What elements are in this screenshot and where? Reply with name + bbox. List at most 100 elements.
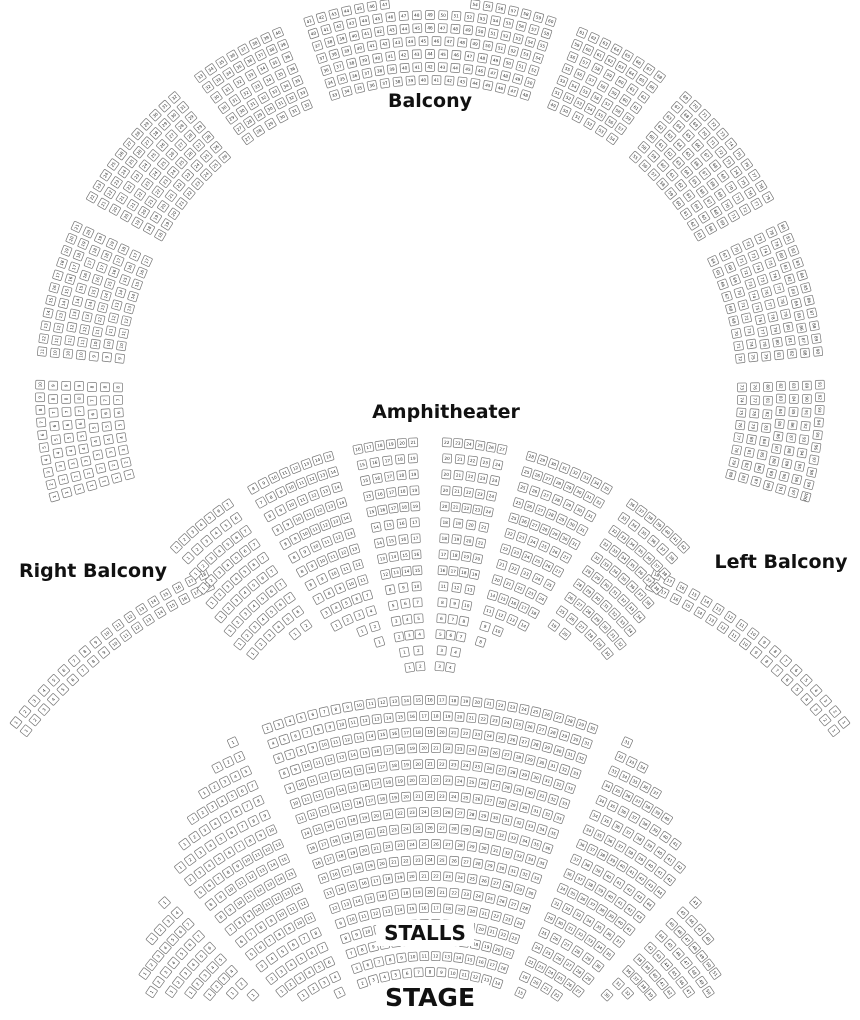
seat[interactable]: 10	[49, 347, 61, 358]
seat[interactable]: 2	[307, 982, 320, 995]
seat[interactable]: 10	[747, 627, 760, 640]
seat[interactable]: 9	[334, 582, 346, 595]
seat[interactable]: 1	[182, 551, 195, 565]
seat[interactable]: 62	[604, 54, 617, 67]
seat[interactable]: 72	[735, 353, 746, 364]
seat[interactable]: 4	[414, 629, 425, 640]
seat[interactable]: 56	[566, 51, 579, 63]
seat[interactable]: 46	[451, 49, 462, 61]
seat[interactable]: 1	[198, 786, 211, 800]
seat[interactable]: 29	[544, 912, 556, 925]
seat[interactable]: 5	[230, 551, 243, 565]
seat[interactable]: 7	[61, 406, 72, 417]
seat[interactable]: 42	[677, 541, 690, 554]
seat[interactable]: 16	[329, 868, 341, 881]
seat[interactable]: 20	[442, 453, 453, 464]
seat[interactable]: 13	[111, 299, 123, 311]
seat[interactable]: 12	[329, 902, 341, 914]
seat[interactable]: 76	[735, 420, 746, 431]
seat[interactable]: 53	[595, 125, 608, 138]
seat[interactable]: 30	[496, 862, 508, 874]
seat[interactable]: 29	[591, 571, 604, 585]
seat[interactable]: 7	[248, 538, 261, 551]
seat[interactable]: 30	[573, 504, 586, 517]
seat[interactable]: 18	[382, 873, 393, 885]
seat[interactable]: 27	[573, 598, 586, 611]
seat[interactable]: 24	[460, 760, 471, 771]
seat[interactable]: 47	[693, 923, 707, 937]
seat[interactable]: 8	[265, 491, 278, 504]
seat[interactable]: 4	[65, 445, 77, 457]
seat[interactable]: 11	[438, 581, 449, 592]
seat[interactable]: 6	[287, 938, 300, 951]
seat[interactable]: 7	[246, 780, 259, 792]
seat[interactable]: 65	[688, 175, 701, 188]
seat[interactable]: 6	[183, 938, 197, 952]
seat[interactable]: 7	[263, 934, 276, 947]
seat[interactable]: 68	[706, 177, 719, 191]
seat[interactable]: 31	[541, 775, 554, 787]
seat[interactable]: 7	[100, 395, 110, 406]
seat[interactable]: 34	[609, 565, 622, 578]
seat[interactable]: 24	[489, 475, 500, 486]
seat[interactable]: 17	[129, 249, 141, 262]
seat[interactable]: 4	[204, 839, 217, 852]
seat[interactable]: 36	[622, 965, 635, 978]
seat[interactable]: 81	[785, 335, 796, 346]
seat[interactable]: 9	[479, 620, 491, 633]
seat[interactable]: 18	[396, 470, 407, 481]
seat[interactable]: 39	[336, 33, 348, 45]
seat[interactable]: 12	[79, 324, 90, 335]
seat[interactable]: 23	[489, 715, 501, 726]
seat[interactable]: 6	[203, 879, 216, 892]
seat[interactable]: 13	[263, 878, 276, 891]
seat[interactable]: 28	[201, 130, 215, 144]
seat[interactable]: 32	[232, 76, 246, 89]
seat[interactable]: 83	[787, 285, 799, 297]
seat[interactable]: 38	[665, 551, 678, 565]
seat[interactable]: 25	[531, 555, 544, 567]
seat[interactable]: 61	[655, 139, 668, 152]
seat[interactable]: 16	[108, 266, 120, 278]
seat[interactable]: 78	[755, 180, 768, 193]
seat[interactable]: 6	[100, 408, 111, 419]
seat[interactable]: 6	[323, 956, 336, 969]
seat[interactable]: 10	[407, 951, 418, 962]
seat[interactable]: 37	[361, 67, 373, 79]
seat[interactable]: 40	[616, 860, 629, 873]
seat[interactable]: 26	[431, 839, 441, 849]
seat[interactable]: 22	[183, 187, 196, 200]
seat[interactable]: 24	[463, 438, 475, 450]
seat[interactable]: 77	[750, 197, 763, 210]
seat[interactable]: 4	[209, 526, 223, 540]
seat[interactable]: 28	[252, 125, 265, 138]
seat[interactable]: 46	[685, 915, 698, 928]
seat[interactable]: 24	[473, 890, 484, 902]
seat[interactable]: 3	[390, 615, 402, 627]
seat[interactable]: 9	[254, 829, 267, 842]
seat[interactable]: 40	[653, 846, 666, 859]
seat[interactable]: 3	[206, 800, 219, 813]
seat[interactable]: 51	[709, 967, 722, 980]
seat[interactable]: 69	[714, 188, 727, 201]
seat[interactable]: 29	[541, 742, 553, 754]
seat[interactable]: 34	[222, 67, 235, 80]
seat[interactable]: 29	[253, 109, 266, 122]
seat[interactable]: 9	[275, 486, 287, 498]
seat[interactable]: 12	[332, 531, 344, 544]
seat[interactable]: 35	[291, 75, 304, 87]
seat[interactable]: 29	[264, 117, 277, 130]
seat[interactable]: 10	[301, 760, 313, 772]
seat[interactable]: 84	[796, 269, 808, 281]
seat[interactable]: 8	[100, 382, 110, 392]
seat[interactable]: 14	[340, 512, 352, 524]
seat[interactable]: 7	[236, 820, 249, 833]
seat[interactable]: 57	[601, 98, 614, 111]
seat[interactable]: 26	[528, 485, 541, 497]
seat[interactable]: 31	[600, 599, 613, 613]
seat[interactable]: 14	[266, 859, 279, 871]
seat[interactable]: 21	[475, 537, 487, 549]
seat[interactable]: 36	[320, 64, 332, 76]
seat[interactable]: 46	[495, 82, 506, 94]
seat[interactable]: 52	[583, 117, 596, 130]
